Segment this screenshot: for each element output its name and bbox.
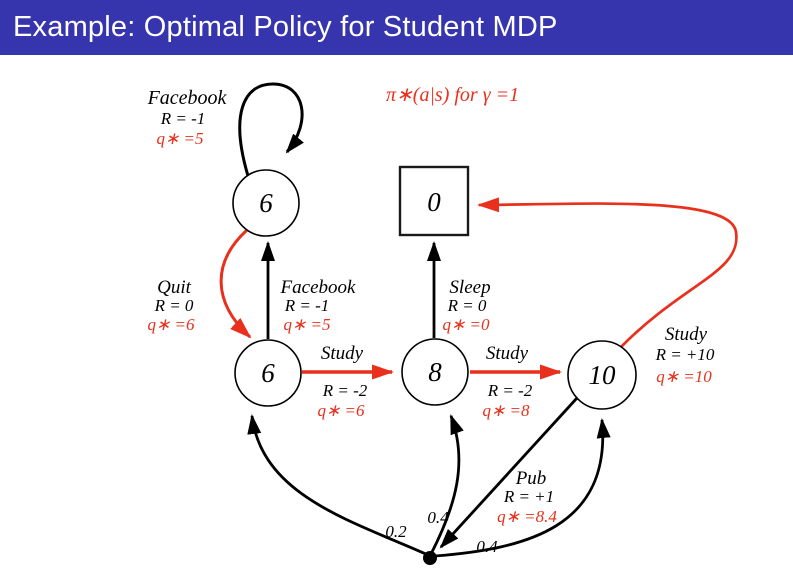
state-class3 (567, 340, 637, 410)
svg-text:R = -1: R = -1 (284, 296, 330, 315)
page-title: Example: Optimal Policy for Student MDP (13, 11, 558, 43)
state-class2 (401, 338, 469, 406)
state-terminal (398, 165, 470, 237)
svg-text:Facebook: Facebook (280, 277, 356, 298)
svg-text:q∗ =6: q∗ =6 (148, 315, 195, 334)
edge-pub-arrow (439, 397, 579, 549)
svg-text:R = 0: R = 0 (154, 296, 194, 315)
state-facebook (232, 169, 300, 237)
title-bar: Example: Optimal Policy for Student MDP (0, 0, 793, 55)
state-class1-value: 6 (261, 358, 275, 388)
policy-subtitle: π∗(a|s) for γ =1 (386, 84, 519, 106)
edge-facebook-loop-arrow (238, 82, 304, 177)
state-facebook-value: 6 (259, 188, 273, 218)
prob-04-mid: 0.4 (427, 508, 449, 527)
edge-study3-arrow (477, 197, 738, 348)
label-quit: Quit R = 0 q∗ =6 (148, 277, 195, 334)
chance-node (423, 551, 437, 565)
svg-text:q∗ =5: q∗ =5 (157, 129, 204, 148)
svg-text:Pub: Pub (515, 468, 547, 489)
edge-quit-arrow (219, 228, 252, 339)
edge-prob-04-right-arrow (434, 418, 611, 558)
edge-prob-02-arrow (247, 414, 429, 557)
state-terminal-value: 0 (427, 187, 441, 217)
label-study2: Study R = -2 q∗ =8 (483, 343, 533, 420)
svg-text:Study: Study (321, 343, 364, 364)
prob-02: 0.2 (385, 522, 407, 541)
svg-text:R = +10: R = +10 (655, 345, 715, 364)
svg-text:Study: Study (665, 324, 708, 345)
svg-text:q∗ =5: q∗ =5 (284, 315, 331, 334)
svg-text:q∗ =10: q∗ =10 (656, 367, 712, 386)
label-study1: Study R = -2 q∗ =6 (318, 343, 368, 420)
label-sleep: Sleep R = 0 q∗ =0 (443, 277, 491, 334)
svg-text:R = +1: R = +1 (503, 487, 554, 506)
svg-text:q∗ =8: q∗ =8 (483, 401, 530, 420)
prob-04-right: 0.4 (476, 537, 498, 556)
edge-prob-04-mid-arrow (429, 414, 464, 555)
svg-text:q∗ =6: q∗ =6 (318, 401, 365, 420)
svg-text:R = -2: R = -2 (322, 381, 368, 400)
svg-text:Study: Study (486, 343, 529, 364)
label-study3: Study R = +10 q∗ =10 (655, 324, 715, 386)
svg-text:q∗ =8.4: q∗ =8.4 (497, 507, 557, 526)
svg-text:Quit: Quit (157, 277, 192, 298)
state-class3-value: 10 (589, 360, 617, 390)
state-class1 (234, 339, 302, 407)
svg-text:R = 0: R = 0 (447, 296, 487, 315)
svg-text:Facebook: Facebook (147, 87, 228, 109)
state-class2-value: 8 (428, 357, 442, 387)
label-facebook-loop: Facebook R = -1 q∗ =5 (147, 87, 228, 148)
svg-text:R = -2: R = -2 (487, 381, 533, 400)
label-facebook-back: Facebook R = -1 q∗ =5 (280, 277, 356, 334)
svg-text:R = -1: R = -1 (160, 109, 206, 128)
label-pub: Pub R = +1 q∗ =8.4 (497, 468, 557, 526)
svg-text:Sleep: Sleep (449, 277, 490, 298)
svg-text:q∗ =0: q∗ =0 (443, 315, 490, 334)
